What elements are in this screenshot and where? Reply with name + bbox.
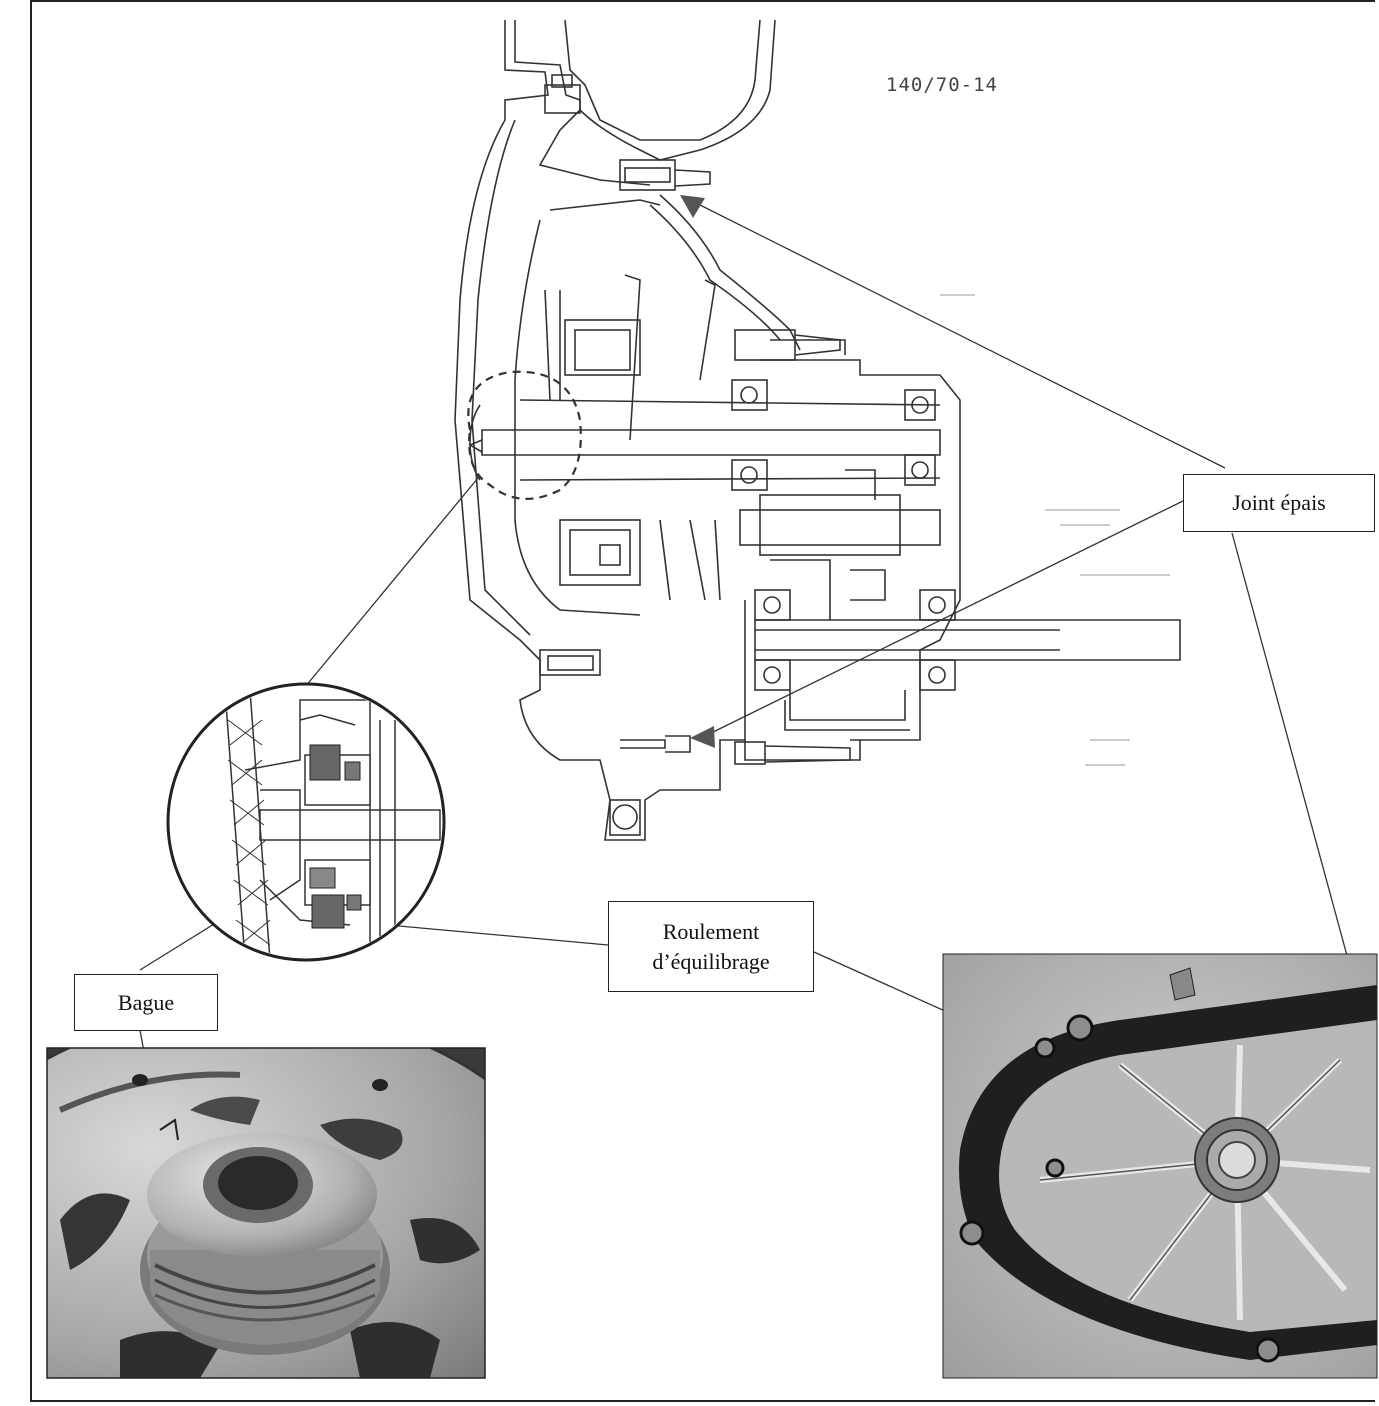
photo-bague bbox=[46, 1047, 486, 1379]
label-bague: Bague bbox=[74, 974, 218, 1031]
label-roulement-line1: Roulement bbox=[662, 918, 760, 944]
label-roulement-equilibrage: Roulement d’équilibrage bbox=[608, 901, 814, 992]
label-bague-text: Bague bbox=[117, 989, 175, 1015]
label-joint-epais-text: Joint épais bbox=[1232, 490, 1326, 516]
label-joint-epais: Joint épais bbox=[1183, 474, 1375, 532]
part-code-text: 140/70-14 bbox=[886, 74, 998, 96]
detail-magnifier bbox=[166, 682, 446, 962]
label-roulement-line2: d’équilibrage bbox=[652, 948, 770, 974]
page-frame bbox=[30, 0, 1375, 1402]
photo-cover bbox=[942, 953, 1378, 1379]
